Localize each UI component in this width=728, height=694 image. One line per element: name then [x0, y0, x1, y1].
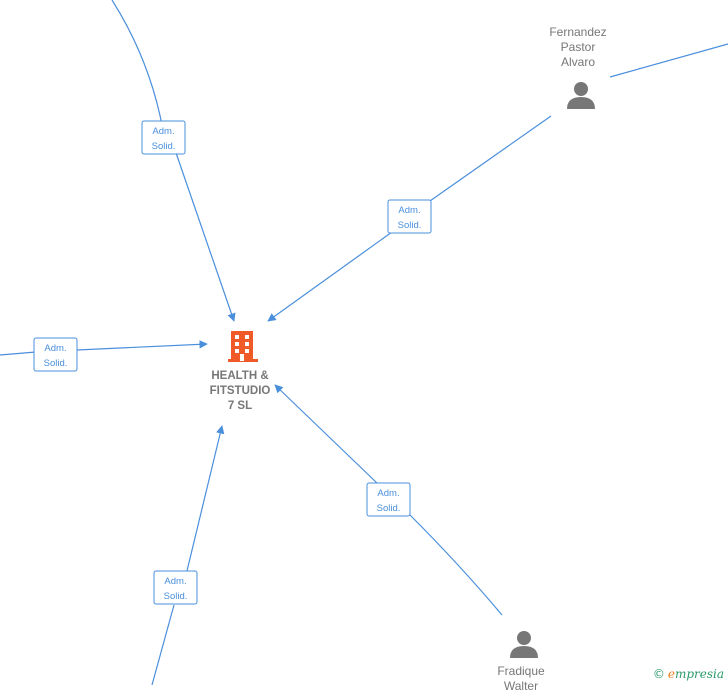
person-name-fernandez[interactable]: Fernandez Pastor Alvaro [549, 25, 607, 69]
edge-top-left-lower [174, 149, 236, 322]
copyright-symbol: © [652, 667, 665, 681]
empresia-logo: ©empresia [653, 667, 724, 681]
edge-left [0, 351, 37, 356]
edge-label-line2: Solid. [377, 503, 401, 514]
edge-top-left [111, 0, 164, 131]
edge-label-line2: Solid. [398, 220, 422, 231]
edge-label-line2: Solid. [164, 591, 188, 602]
edge-label-line2: Solid. [152, 141, 176, 152]
company-name[interactable]: HEALTH & FITSTUDIO 7 SL [209, 370, 271, 412]
person-icon[interactable] [510, 631, 538, 658]
edge-fernandez-extra [609, 43, 728, 78]
person-name-fradique[interactable]: Fradique Walter [497, 664, 545, 693]
building-icon[interactable] [228, 331, 258, 362]
brand-initial: e [667, 667, 675, 681]
edge-left-lower [76, 340, 208, 351]
edge-fradique-upper [274, 384, 379, 485]
edge-fradique-lower [408, 513, 503, 616]
edge-fernandez-upper [409, 115, 552, 216]
edge-label-fradique: Adm. Solid. [366, 482, 411, 517]
brand-rest: mpresia [674, 667, 724, 681]
edge-label-line2: Solid. [44, 358, 68, 369]
edge-label-top-left: Adm. Solid. [141, 120, 186, 155]
edge-bottom-left-upper [185, 425, 225, 576]
edge-label-line1: Adm. [152, 126, 174, 137]
edge-fernandez-lower [267, 231, 393, 322]
edge-label-line1: Adm. [44, 343, 66, 354]
edge-label-line1: Adm. [164, 576, 186, 587]
edge-label-line1: Adm. [398, 205, 420, 216]
edge-label-left: Adm. Solid. [33, 337, 78, 372]
edge-label-line1: Adm. [377, 488, 399, 499]
person-icon[interactable] [567, 82, 595, 109]
edge-label-fernandez: Adm. Solid. [387, 199, 432, 234]
edge-label-bottom-left: Adm. Solid. [153, 570, 198, 605]
edge-bottom-left-lower [151, 604, 175, 685]
